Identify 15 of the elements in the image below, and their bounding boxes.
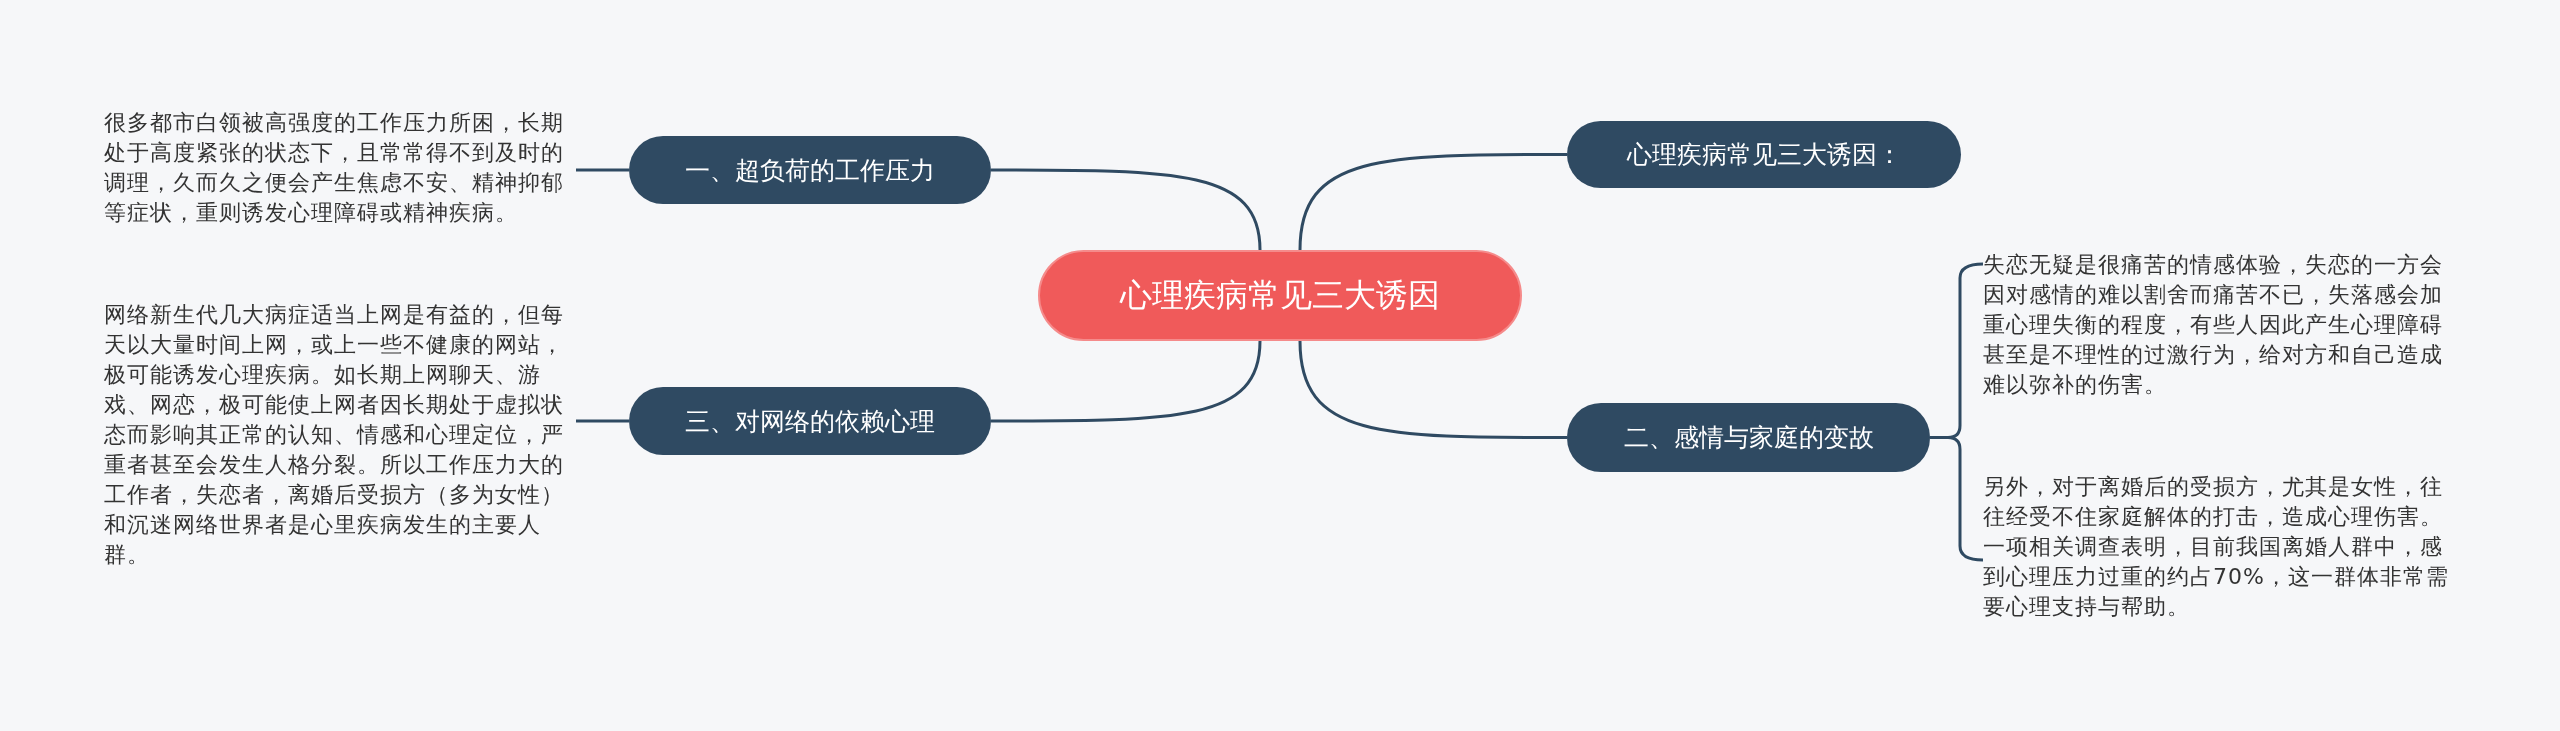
topic-label: 二、感情与家庭的变故	[1623, 422, 1874, 454]
topic-label: 心理疾病常见三大诱因：	[1626, 139, 1902, 171]
note-text: 失恋无疑是很痛苦的情感体验，失恋的一方会因对感情的难以割舍而痛苦不已，失落感会加重心理失衡的程度，有些人因此产生心理障碍甚至是不理性的过激行为，给对方和自己造成难以弥补的伤害。	[1983, 252, 2443, 397]
connector-line	[991, 340, 1262, 423]
connector-line	[1298, 340, 1567, 439]
connector-line	[576, 419, 629, 423]
connector-line	[576, 168, 629, 172]
topic-label: 三、对网络的依赖心理	[685, 405, 935, 438]
connector-line	[1298, 153, 1567, 251]
note-text: 很多都市白领被高强度的工作压力所困，长期处于高度紧张的状态下，且常常得不到及时的调理，久而久之便会产生焦虑不安、精神抑郁等症状，重则诱发心理障碍或精神疾病。	[104, 110, 564, 225]
topic-label: 一、超负荷的工作压力	[685, 154, 935, 187]
connector-line	[991, 168, 1262, 251]
topic-label: 心理疾病常见三大诱因	[1120, 274, 1440, 316]
note-text: 网络新生代几大病症适当上网是有益的，但每天以大量时间上网，或上一些不健康的网站，极可能诱发心理疾病。如长期上网聊天、游戏、网恋，极可能使上网者因长期处于虚拟状态而影响其正常的认知、情感和心理定位，严重者甚至会发生人格分裂。所以工作压力大的工作者，失恋者，离婚后受损方（多为女性）和沉迷网络世界者是心里疾病发生的主要人群。	[104, 302, 564, 567]
note-text: 另外，对于离婚后的受损方，尤其是女性，往往经受不住家庭解体的打击，造成心理伤害。一项相关调查表明，目前我国离婚人群中，感到心理压力过重的约占70%，这一群体非常需要心理支持与帮助。	[1983, 474, 2449, 619]
